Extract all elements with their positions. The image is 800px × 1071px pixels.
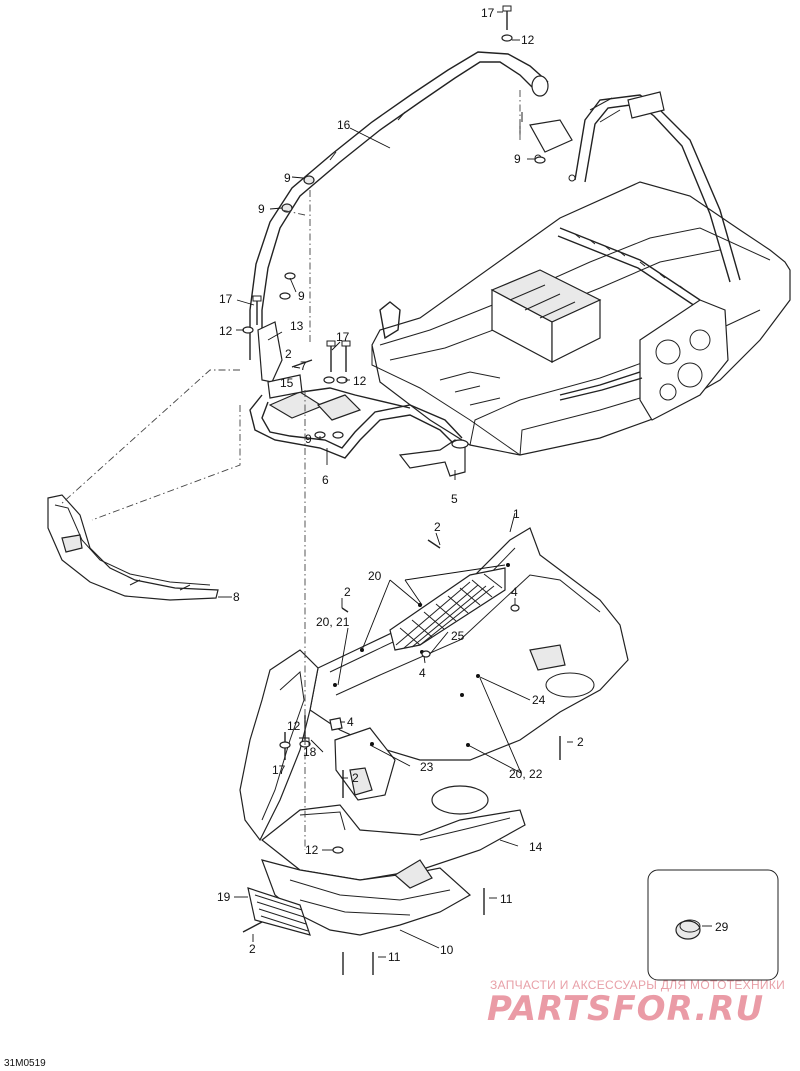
callout-12-mid: 12 [353, 374, 367, 388]
watermark-brand: PARTSFOR.RU [487, 989, 764, 1029]
front-bumper-6 [249, 321, 469, 477]
callout-14: 14 [529, 840, 543, 854]
callout-9-tube-upper: 9 [284, 171, 291, 185]
callout-20: 20 [368, 569, 382, 583]
callout-5: 5 [451, 492, 458, 506]
front-bumper-piece-8 [47, 494, 219, 601]
callout-1: 1 [513, 507, 520, 521]
callout-6: 6 [322, 473, 329, 487]
assembly-guides [59, 90, 521, 850]
drawing-id: 31M0519 [4, 1058, 46, 1069]
callout-17-mid: 17 [336, 330, 350, 344]
watermark: ЗАПЧАСТИ И АКСЕССУАРЫ ДЛЯ МОТОТЕХНИКИ PA… [487, 978, 785, 1029]
callout-2-mid: 2 [352, 771, 359, 785]
callout-12-top: 12 [521, 33, 535, 47]
callout-4-center: 4 [419, 666, 426, 680]
callout-13: 13 [290, 319, 304, 333]
callout-20-22: 20, 22 [509, 767, 543, 781]
callout-11-right: 11 [500, 892, 513, 906]
callout-25: 25 [451, 629, 465, 643]
callout-16: 16 [337, 118, 351, 132]
callout-20-21: 20, 21 [316, 615, 350, 629]
callout-7: 7 [300, 359, 307, 373]
callout-4-left: 4 [347, 715, 354, 729]
callout-10: 10 [440, 943, 454, 957]
plug-inset-box [647, 869, 779, 981]
leader-lines [218, 11, 712, 958]
callout-9-bumper: 9 [305, 432, 312, 446]
callout-17-left: 17 [219, 292, 233, 306]
callout-11-bottom: 11 [388, 950, 401, 964]
callout-2-bracket: 2 [285, 347, 292, 361]
callout-12-lower: 12 [305, 843, 319, 857]
callout-12-left: 12 [219, 324, 233, 338]
callout-9-tube-lower: 9 [258, 202, 265, 216]
callout-17-pan: 17 [272, 763, 286, 777]
bumper-tube-16 [249, 51, 549, 360]
callout-2-left: 2 [344, 585, 351, 599]
callout-17-top: 17 [481, 6, 495, 20]
callout-29: 29 [715, 920, 729, 934]
callout-2-bottom: 2 [249, 942, 256, 956]
callout-19: 19 [217, 890, 231, 904]
callout-labels: 17 12 16 9 9 9 9 17 12 13 2 17 7 12 15 9… [217, 6, 729, 964]
callout-9-frame: 9 [514, 152, 521, 166]
callout-8: 8 [233, 590, 240, 604]
callout-15: 15 [280, 376, 294, 390]
belly-pan-1 [239, 527, 629, 936]
callout-2-right: 2 [577, 735, 584, 749]
callout-2-top: 2 [434, 520, 441, 534]
fasteners [242, 5, 561, 975]
callout-24: 24 [532, 693, 546, 707]
callout-18: 18 [303, 745, 317, 759]
watermark-tagline: ЗАПЧАСТИ И АКСЕССУАРЫ ДЛЯ МОТОТЕХНИКИ [490, 978, 785, 992]
vehicle-frame [371, 91, 791, 456]
callout-12-pan: 12 [287, 719, 301, 733]
callout-4-right: 4 [511, 585, 518, 599]
callout-9-tube-end: 9 [298, 289, 305, 303]
callout-23: 23 [420, 760, 434, 774]
